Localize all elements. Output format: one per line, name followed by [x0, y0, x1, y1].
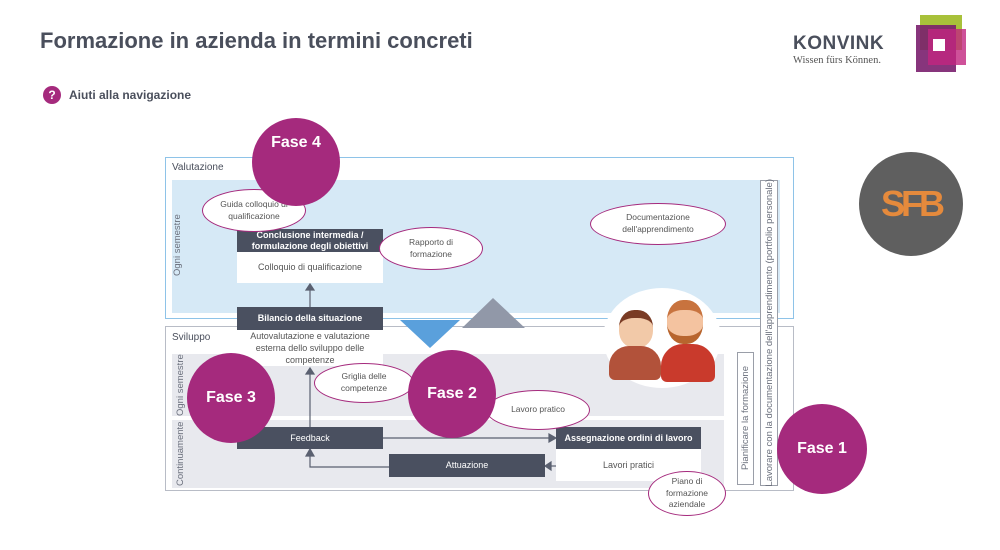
feedback-box: Feedback — [237, 427, 383, 449]
pianificare-box: Pianificare la formazione — [737, 352, 754, 485]
konvink-square-logo — [916, 15, 966, 72]
man-shirt — [661, 344, 715, 382]
avatars-illustration — [603, 288, 721, 388]
phase-4-badge[interactable]: Fase 4 — [252, 118, 340, 206]
attuazione-box: Attuazione — [389, 454, 545, 477]
man-avatar-icon — [667, 300, 703, 344]
page-title: Formazione in azienda in termini concret… — [40, 28, 473, 53]
tag-piano-formazione: Piano di formazione aziendale — [648, 471, 726, 516]
sviluppo-label: Sviluppo — [172, 332, 211, 343]
navigation-help-link[interactable]: ? Aiuti alla navigazione — [43, 86, 191, 104]
tag-griglia-competenze: Griglia delle competenze — [314, 363, 414, 403]
phase-1-badge[interactable]: Fase 1 — [777, 404, 867, 494]
assegnazione-box: Assegnazione ordini di lavoro — [556, 427, 701, 449]
valutazione-label: Valutazione — [172, 162, 224, 173]
down-triangle — [400, 320, 460, 348]
phase-2-badge[interactable]: Fase 2 — [408, 350, 496, 438]
portfolio-box: Lavorare con la documentazione dell'appr… — [760, 179, 778, 487]
tag-documentazione: Documentazione dell'apprendimento — [590, 203, 726, 245]
tag-rapporto-formazione: Rapporto di formazione — [379, 227, 483, 270]
konvink-name: KONVINK — [793, 33, 885, 54]
konvink-tagline: Wissen fürs Können. — [793, 55, 881, 66]
woman-avatar-icon — [619, 310, 653, 348]
colloquio-box: Colloquio di qualificazione — [237, 252, 383, 283]
question-circle-icon: ? — [43, 86, 61, 104]
bilancio-box: Bilancio della situazione — [237, 307, 383, 330]
help-label: Aiuti alla navigazione — [69, 88, 192, 102]
konvink-logo: KONVINK Wissen fürs Können. — [793, 33, 884, 66]
tag-lavoro-pratico: Lavoro pratico — [486, 390, 590, 430]
sfb-text: SFB — [881, 183, 945, 224]
up-triangle — [462, 298, 525, 328]
sfb-logo: SFB — [859, 152, 963, 256]
autovalutazione-box: Autovalutazione e valutazione esterna de… — [237, 330, 383, 366]
woman-shirt — [609, 346, 661, 380]
conclusione-box: Conclusione intermedia / formulazione de… — [237, 229, 383, 252]
phase-3-badge[interactable]: Fase 3 — [187, 353, 275, 443]
